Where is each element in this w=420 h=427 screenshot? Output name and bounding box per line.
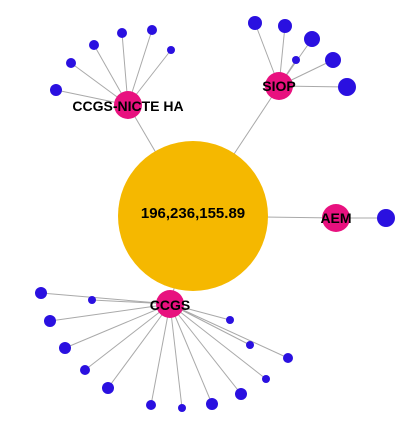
hub-label-aem: AEM	[320, 210, 351, 226]
hub-label-nicte: CCGS-NICTE HA	[72, 98, 183, 114]
leaf-node-nicte-4[interactable]	[147, 25, 157, 35]
edge-ccgs-leaf-5	[150, 303, 171, 406]
leaf-node-ccgs-10[interactable]	[283, 353, 293, 363]
edge-ccgs-leaf-13	[169, 303, 251, 346]
leaf-node-nicte-5[interactable]	[167, 46, 175, 54]
edge-ccgs-leaf-8	[169, 303, 242, 395]
nodes-layer	[35, 16, 395, 412]
leaf-node-ccgs-8[interactable]	[235, 388, 247, 400]
leaf-node-ccgs-3[interactable]	[80, 365, 90, 375]
edge-ccgs-leaf-6	[169, 303, 183, 409]
edge-ccgs-leaf-4	[107, 303, 171, 389]
leaf-node-aem-0[interactable]	[377, 209, 395, 227]
leaf-node-ccgs-4[interactable]	[102, 382, 114, 394]
leaf-node-nicte-3[interactable]	[117, 28, 127, 38]
leaf-node-ccgs-6[interactable]	[178, 404, 186, 412]
root-node-label: 196,236,155.89	[141, 205, 245, 222]
leaf-node-ccgs-2[interactable]	[59, 342, 71, 354]
hub-node-ccgs[interactable]	[156, 290, 184, 318]
edge-ccgs-leaf-3	[84, 303, 171, 371]
leaf-node-ccgs-11[interactable]	[88, 296, 96, 304]
leaf-node-ccgs-5[interactable]	[146, 400, 156, 410]
edge-ccgs-leaf-10	[169, 303, 289, 359]
leaf-node-ccgs-7[interactable]	[206, 398, 218, 410]
leaf-node-siop-4[interactable]	[338, 78, 356, 96]
hub-label-siop: SIOP	[262, 78, 295, 94]
leaf-node-siop-2[interactable]	[304, 31, 320, 47]
leaf-node-siop-1[interactable]	[278, 19, 292, 33]
leaf-node-nicte-1[interactable]	[66, 58, 76, 68]
leaf-node-siop-3[interactable]	[325, 52, 341, 68]
edge-ccgs-leaf-1	[49, 303, 171, 322]
hub-node-aem[interactable]	[322, 204, 350, 232]
hub-label-ccgs: CCGS	[150, 297, 190, 313]
leaf-node-siop-5[interactable]	[292, 56, 300, 64]
hub-node-nicte[interactable]	[114, 91, 142, 119]
leaf-node-ccgs-13[interactable]	[246, 341, 254, 349]
leaf-node-ccgs-0[interactable]	[35, 287, 47, 299]
labels-layer: 196,236,155.89 CCGS-NICTE HA SIOP AEM CC…	[72, 78, 351, 313]
leaf-node-ccgs-1[interactable]	[44, 315, 56, 327]
leaf-node-siop-0[interactable]	[248, 16, 262, 30]
hub-node-siop[interactable]	[265, 72, 293, 100]
edge-ccgs-leaf-2	[64, 303, 171, 349]
edge-ccgs-leaf-7	[169, 303, 213, 405]
root-node[interactable]	[118, 141, 268, 291]
leaf-node-nicte-0[interactable]	[50, 84, 62, 96]
leaf-node-ccgs-12[interactable]	[226, 316, 234, 324]
edge-ccgs-leaf-9	[169, 303, 267, 380]
leaf-node-ccgs-9[interactable]	[262, 375, 270, 383]
edge-ccgs-leaf-0	[40, 292, 171, 305]
leaf-node-nicte-2[interactable]	[89, 40, 99, 50]
